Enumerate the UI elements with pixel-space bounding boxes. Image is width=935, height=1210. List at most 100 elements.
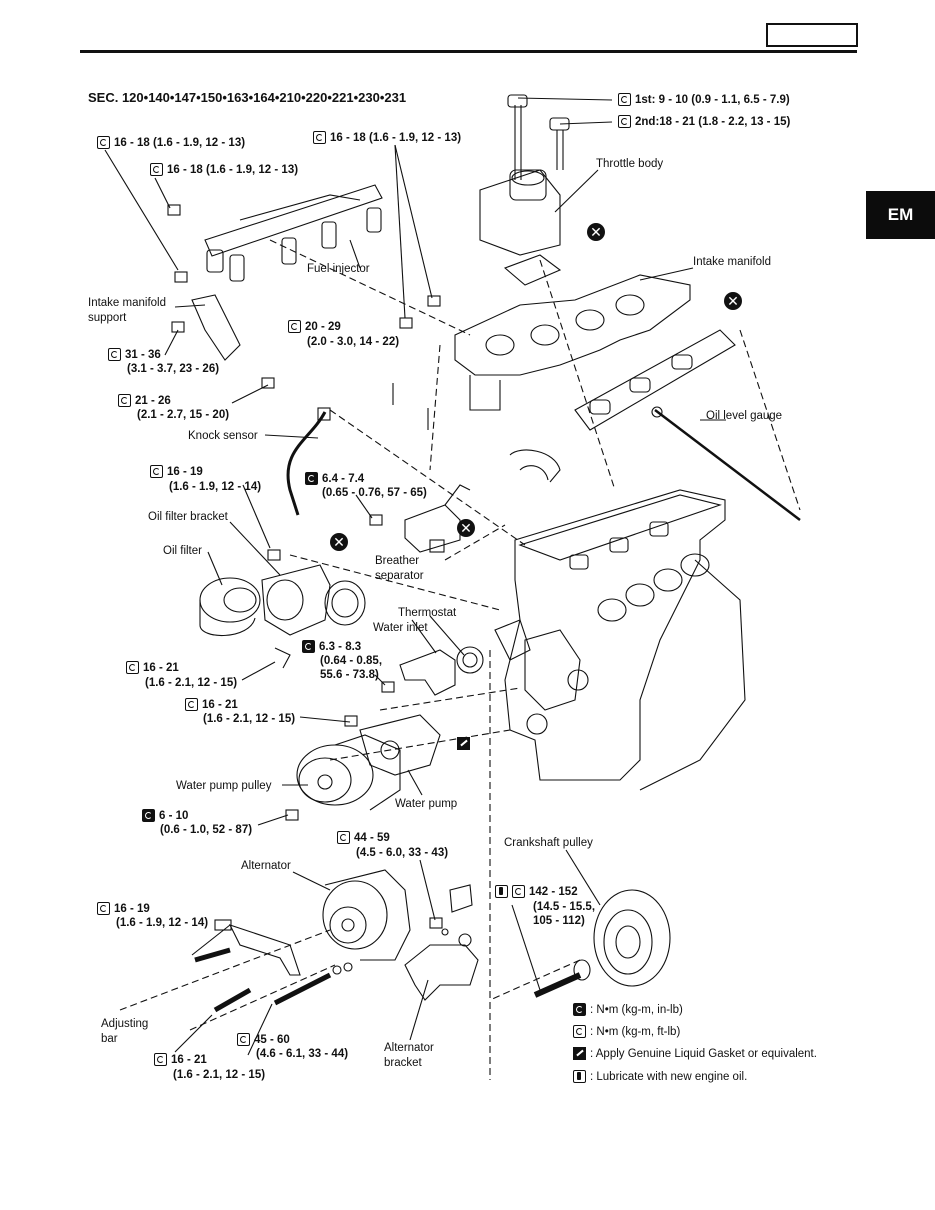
torque-6-10: 6 - 10	[142, 809, 188, 823]
page-number-box	[766, 23, 858, 47]
torque-45-60-detail: (4.6 - 6.1, 33 - 44)	[256, 1048, 349, 1060]
label-oil-filter: Oil filter	[163, 545, 202, 557]
torque-value: 142 - 152	[529, 886, 578, 898]
torque-142-152: 142 - 152	[495, 885, 578, 899]
torque-throttle-1st: 1st: 9 - 10 (0.9 - 1.1, 6.5 - 7.9)	[618, 93, 790, 107]
oil-can-icon	[573, 1070, 586, 1083]
torque-value: 6.4 - 7.4	[322, 473, 365, 485]
legend-text: : N•m (kg-m, ft-lb)	[590, 1026, 681, 1038]
torque-value: 44 - 59	[354, 832, 390, 844]
torque-6-4: 6.4 - 7.4	[305, 472, 364, 486]
replace-icon: ✕	[330, 533, 348, 551]
torque-16-21-a-detail: (1.6 - 2.1, 12 - 15)	[145, 677, 238, 689]
label-intake-manifold: Intake manifold	[693, 256, 771, 268]
torque-16-18-c: 16 - 18 (1.6 - 1.9, 12 - 13)	[313, 131, 461, 145]
torque-16-19-b: 16 - 19	[97, 902, 150, 916]
section-tab-em: EM	[866, 191, 935, 239]
torque-31-36-detail: (3.1 - 3.7, 23 - 26)	[127, 363, 220, 375]
torque-16-18-b: 16 - 18 (1.6 - 1.9, 12 - 13)	[150, 163, 298, 177]
torque-in-lb-icon	[302, 640, 315, 653]
torque-20-29: 20 - 29	[288, 320, 341, 334]
torque-16-18-a: 16 - 18 (1.6 - 1.9, 12 - 13)	[97, 136, 245, 150]
torque-ft-lb-icon	[97, 902, 110, 915]
torque-value: 16 - 21	[202, 699, 238, 711]
legend-text: : Apply Genuine Liquid Gasket or equival…	[590, 1048, 817, 1060]
torque-16-21-c: 16 - 21	[154, 1053, 207, 1067]
label-thermostat: Thermostat	[398, 607, 457, 619]
replace-icon: ✕	[457, 519, 475, 537]
label-fuel-injector: Fuel injector	[307, 263, 370, 275]
legend-in-lb: : N•m (kg-m, in-lb)	[573, 1003, 683, 1017]
legend-text: : N•m (kg-m, in-lb)	[590, 1004, 683, 1016]
label-intake-manifold-support: Intake manifold	[88, 297, 166, 309]
torque-142-152-detail-2: 105 - 112)	[533, 915, 585, 927]
torque-value: 16 - 18 (1.6 - 1.9, 12 - 13)	[330, 132, 462, 144]
torque-21-26-detail: (2.1 - 2.7, 15 - 20)	[137, 409, 230, 421]
torque-value: 6 - 10	[159, 810, 189, 822]
liquid-gasket-icon	[457, 737, 470, 750]
torque-value: 16 - 21	[171, 1054, 207, 1066]
torque-142-152-detail-1: (14.5 - 15.5,	[533, 901, 596, 913]
torque-ft-lb-icon	[150, 465, 163, 478]
label-knock-sensor: Knock sensor	[188, 430, 258, 442]
torque-value: 16 - 19	[114, 903, 150, 915]
replace-icon: ✕	[587, 223, 605, 241]
torque-16-21-c-detail: (1.6 - 2.1, 12 - 15)	[173, 1069, 266, 1081]
oil-can-icon	[495, 885, 508, 898]
torque-value: 2nd:18 - 21 (1.8 - 2.2, 13 - 15)	[635, 116, 791, 128]
torque-ft-lb-icon	[618, 115, 631, 128]
torque-in-lb-icon	[573, 1003, 586, 1016]
label-alternator: Alternator	[241, 860, 291, 872]
torque-ft-lb-icon	[237, 1033, 250, 1046]
label-intake-manifold-support-2: support	[88, 312, 127, 324]
torque-16-21-a: 16 - 21	[126, 661, 179, 675]
torque-ft-lb-icon	[313, 131, 326, 144]
torque-45-60: 45 - 60	[237, 1033, 290, 1047]
torque-16-21-b: 16 - 21	[185, 698, 238, 712]
torque-ft-lb-icon	[288, 320, 301, 333]
torque-16-19-b-detail: (1.6 - 1.9, 12 - 14)	[116, 917, 209, 929]
label-water-pump-pulley: Water pump pulley	[176, 780, 272, 792]
legend-oil: : Lubricate with new engine oil.	[573, 1070, 747, 1084]
legend-gasket: : Apply Genuine Liquid Gasket or equival…	[573, 1047, 817, 1061]
torque-6-10-detail: (0.6 - 1.0, 52 - 87)	[160, 824, 253, 836]
torque-6-3-detail-2: 55.6 - 73.8)	[320, 669, 379, 681]
torque-value: 16 - 21	[143, 662, 179, 674]
torque-in-lb-icon	[305, 472, 318, 485]
torque-ft-lb-icon	[154, 1053, 167, 1066]
torque-31-36: 31 - 36	[108, 348, 161, 362]
torque-ft-lb-icon	[126, 661, 139, 674]
torque-ft-lb-icon	[618, 93, 631, 106]
legend-text: : Lubricate with new engine oil.	[590, 1071, 748, 1083]
torque-6-3-detail-1: (0.64 - 0.85,	[320, 655, 383, 667]
label-breather-separator-2: separator	[375, 570, 424, 582]
torque-16-19-a-detail: (1.6 - 1.9, 12 - 14)	[169, 481, 262, 493]
section-codes: SEC. 120•140•147•150•163•164•210•220•221…	[88, 90, 407, 105]
torque-value: 31 - 36	[125, 349, 161, 361]
torque-value: 16 - 18 (1.6 - 1.9, 12 - 13)	[114, 137, 246, 149]
legend-ft-lb: : N•m (kg-m, ft-lb)	[573, 1025, 680, 1039]
label-oil-level-gauge: Oil level gauge	[706, 410, 783, 422]
torque-6-4-detail: (0.65 - 0.76, 57 - 65)	[322, 487, 427, 499]
torque-value: 6.3 - 8.3	[319, 641, 362, 653]
torque-ft-lb-icon	[337, 831, 350, 844]
label-adjusting-bar-2: bar	[101, 1033, 118, 1045]
torque-16-19-a: 16 - 19	[150, 465, 203, 479]
replace-icon: ✕	[724, 292, 742, 310]
torque-value: 16 - 18 (1.6 - 1.9, 12 - 13)	[167, 164, 299, 176]
torque-throttle-2nd: 2nd:18 - 21 (1.8 - 2.2, 13 - 15)	[618, 115, 790, 129]
torque-in-lb-icon	[142, 809, 155, 822]
torque-20-29-detail: (2.0 - 3.0, 14 - 22)	[307, 336, 400, 348]
torque-ft-lb-icon	[118, 394, 131, 407]
torque-44-59: 44 - 59	[337, 831, 390, 845]
label-alternator-bracket: Alternator	[384, 1042, 434, 1054]
torque-ft-lb-icon	[573, 1025, 586, 1038]
torque-16-21-b-detail: (1.6 - 2.1, 12 - 15)	[203, 713, 296, 725]
torque-6-3: 6.3 - 8.3	[302, 640, 361, 654]
torque-value: 45 - 60	[254, 1034, 290, 1046]
label-water-inlet: Water inlet	[373, 622, 428, 634]
torque-ft-lb-icon	[97, 136, 110, 149]
torque-ft-lb-icon	[512, 885, 525, 898]
label-throttle-body: Throttle body	[596, 158, 664, 170]
